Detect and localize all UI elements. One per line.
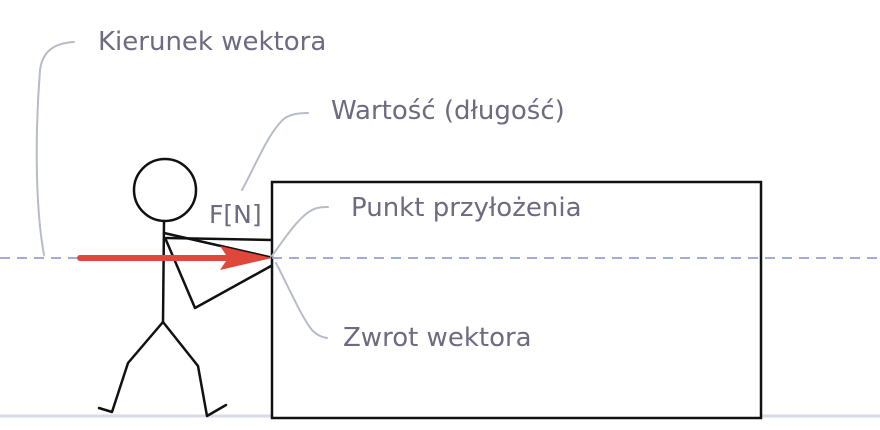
label-magnitude: Wartość (długość)	[331, 96, 565, 126]
label-application-point: Punkt przyłożenia	[351, 193, 582, 223]
vector-head	[220, 246, 272, 270]
force-vector-arrow	[77, 246, 272, 270]
stick-figure	[97, 157, 274, 418]
figure-arm-shoulder	[164, 236, 274, 242]
leader-lines	[35, 41, 329, 339]
figure-torso	[161, 220, 166, 324]
leader-direction	[35, 41, 75, 256]
figure-arm-lower	[164, 238, 273, 310]
leader-sense	[275, 262, 328, 339]
label-force-symbol: F[N]	[209, 200, 262, 229]
leader-application-point	[271, 206, 329, 257]
figure-leg-right	[161, 320, 228, 418]
label-sense: Zwrot wektora	[343, 323, 532, 353]
figure-head	[132, 157, 198, 223]
pushed-box	[270, 180, 763, 420]
figure-arm-upper	[162, 231, 271, 259]
label-direction: Kierunek wektora	[98, 27, 327, 57]
leader-magnitude	[241, 112, 309, 191]
figure-leg-left	[97, 320, 165, 414]
